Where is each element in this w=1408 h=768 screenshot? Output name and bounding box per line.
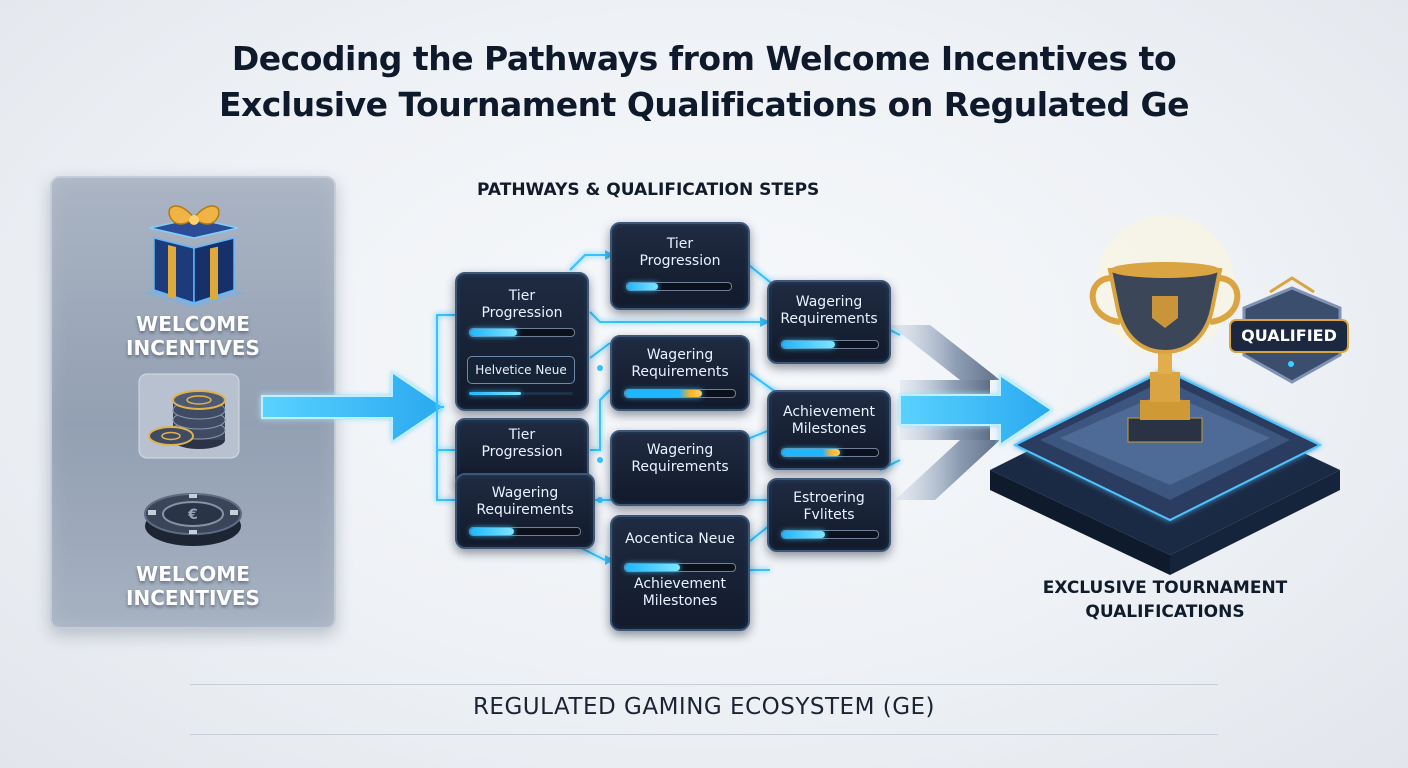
progress-bar (469, 527, 581, 536)
welcome-incentives-label-bottom: WELCOME INCENTIVES (52, 562, 334, 610)
progress-bar (781, 530, 879, 539)
label-bottom-line-2: INCENTIVES (126, 586, 260, 610)
progress-bar (626, 282, 732, 291)
label-top-line-2: INCENTIVES (126, 336, 260, 360)
node-tier-progression-b: Tier Progression (610, 222, 750, 310)
progress-fill (625, 564, 680, 571)
node-wagering-requirements-a: Wagering Requirements (767, 280, 891, 364)
label-bottom-line-1: WELCOME (136, 562, 250, 586)
welcome-incentives-label-top: WELCOME INCENTIVES (52, 312, 334, 360)
node-label: Requirements (476, 502, 574, 518)
progress-bar (469, 328, 575, 337)
progress-bar (781, 340, 879, 349)
progress-fill (470, 528, 514, 535)
footer-divider-bottom (190, 734, 1218, 735)
node-label: Requirements (631, 364, 729, 380)
right-label-line-2: QUALIFICATIONS (1085, 602, 1245, 622)
node-label: Requirements (631, 459, 729, 475)
footer-label: REGULATED GAMING ECOSYSTEM (GE) (472, 694, 936, 720)
node-label: Tier (666, 236, 694, 252)
progress-fill (782, 449, 840, 456)
trophy-icon (1089, 215, 1241, 443)
title-line-1: Decoding the Pathways from Welcome Incen… (231, 39, 1177, 78)
right-label-line-1: EXCLUSIVE TOURNAMENT (1042, 578, 1288, 598)
section-title: PATHWAYS & QUALIFICATION STEPS (477, 180, 820, 200)
node-label: Milestones (791, 421, 867, 437)
node-label: Wagering (491, 485, 559, 501)
svg-text:€: € (187, 507, 198, 523)
progress-fill (782, 341, 835, 348)
progress-fill (625, 390, 702, 397)
node-label: Achievement (634, 576, 726, 592)
node-wagering-requirements-c: Wagering Requirements (455, 473, 595, 549)
inner-label-box: Helvetice Neue (467, 356, 575, 384)
gift-box-icon (142, 205, 246, 308)
label-top-line-1: WELCOME (136, 312, 250, 336)
node-label: Tier (508, 427, 536, 443)
exclusive-tournament-label: EXCLUSIVE TOURNAMENT QUALIFICATIONS (1010, 576, 1320, 624)
node-wagering-requirements-d: Wagering Requirements (610, 430, 750, 506)
node-label: Progression (481, 305, 563, 321)
node-achievement-milestones: Achievement Milestones (767, 390, 891, 470)
node-label: Requirements (780, 311, 878, 327)
progress-fill (469, 392, 521, 395)
node-label: Milestones (642, 593, 718, 609)
progress-bar (781, 448, 879, 457)
node-tier-progression-a: Tier Progression Helvetice Neue (455, 272, 589, 411)
entry-arrow (261, 370, 446, 444)
node-label: Progression (639, 253, 721, 269)
title-line-2: Exclusive Tournament Qualifications on R… (218, 85, 1190, 124)
node-label: Progression (481, 444, 563, 460)
node-label: Aocentica Neue (625, 531, 735, 547)
progress-bar (469, 392, 573, 395)
node-label: Achievement (783, 404, 875, 420)
node-aocentica-neue: Aocentica Neue Achievement Milestones (610, 515, 750, 631)
progress-fill (470, 329, 517, 336)
progress-bar (624, 389, 736, 398)
qualified-badge-label: QUALIFIED (1241, 326, 1337, 345)
node-label: Wagering (795, 294, 863, 310)
shield-badge-icon (1229, 276, 1349, 384)
progress-fill (627, 283, 659, 290)
node-label: Estroering (793, 490, 865, 506)
node-label: Tier (508, 288, 536, 304)
progress-bar (624, 563, 736, 572)
exit-arrow (899, 373, 1054, 447)
progress-fill (782, 531, 826, 538)
node-label: Wagering (646, 347, 714, 363)
node-wagering-requirements-b: Wagering Requirements (610, 335, 750, 411)
node-label: Fvlitets (803, 507, 855, 523)
page-title: Decoding the Pathways from Welcome Incen… (0, 36, 1408, 128)
casino-chip-icon: € (144, 493, 242, 546)
footer-divider-top (190, 684, 1218, 685)
node-estroering-fvlitets: Estroering Fvlitets (767, 478, 891, 552)
node-label: Wagering (646, 442, 714, 458)
coin-stack-icon (138, 373, 240, 459)
